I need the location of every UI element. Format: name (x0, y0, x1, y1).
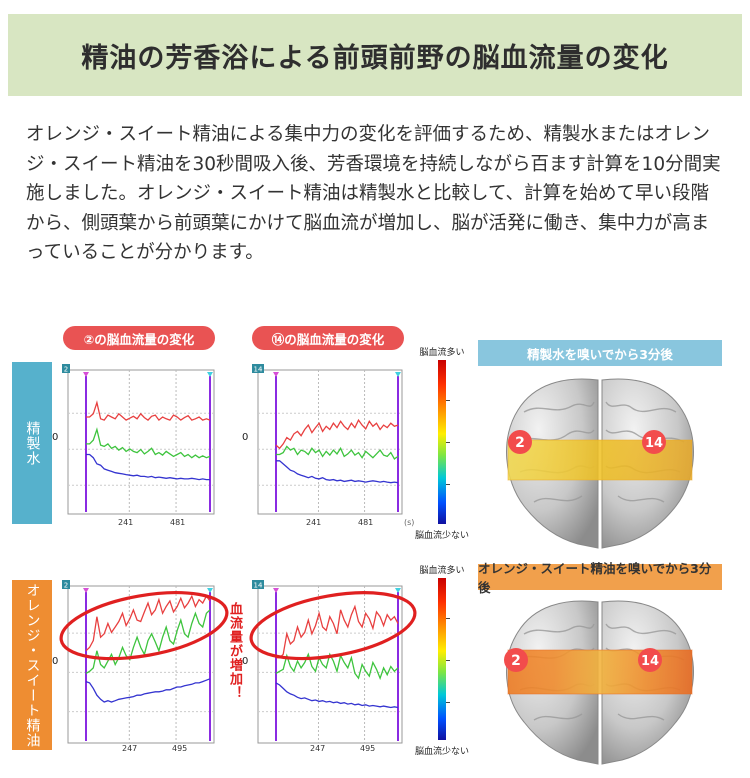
plot-orange-ch2-svg: 2 (59, 580, 229, 744)
plot-orange-ch14-svg: 14 (249, 580, 417, 744)
series-line (275, 652, 399, 681)
series-line (86, 453, 210, 481)
brain-map-orange: 2 14 (494, 594, 706, 766)
series-line (275, 418, 399, 450)
event-marker-start (83, 588, 89, 593)
event-marker-start (83, 372, 89, 377)
scale-low-label: 脳血流少ない (414, 747, 469, 757)
x-tick-label: 241 (118, 518, 134, 527)
channel-tag (252, 364, 264, 373)
scale-tick (446, 400, 450, 401)
channel-2-marker (504, 648, 528, 672)
brain-illustration: 2 14 (504, 600, 694, 765)
scale-tick (446, 618, 450, 619)
zero-label: 0 (52, 432, 59, 443)
event-marker-end (395, 372, 401, 377)
channel-2-label: 2 (515, 435, 525, 451)
x-tick-label: 481 (170, 518, 186, 527)
x-unit-label: (s) (404, 518, 415, 527)
series-line (276, 604, 399, 659)
channel-tag-label: 2 (64, 366, 68, 374)
channel-14-label: 14 (641, 654, 659, 669)
channel-tag (252, 580, 264, 589)
series-line (85, 609, 211, 674)
channel-tag-label: 14 (254, 366, 263, 374)
scale-tick (446, 484, 450, 485)
scale-tick (446, 702, 450, 703)
channel-2-marker (508, 430, 532, 454)
plot-water-ch2: 2 (60, 362, 216, 524)
channel-tag-label: 14 (254, 582, 263, 590)
event-marker-end (207, 588, 213, 593)
ch14-chart-heading: ⑭の脳血流量の変化 (252, 326, 404, 350)
scale-low-label: 脳血流少ない (414, 531, 469, 541)
channel-tag (62, 580, 70, 589)
scale-tick (446, 660, 450, 661)
color-scale-bar (438, 360, 446, 524)
plot-frame (257, 369, 403, 515)
series-line (276, 460, 399, 484)
page-title: 精油の芳香浴による前頭前野の脳血流量の変化 (81, 42, 669, 74)
series-line (275, 682, 399, 709)
plot-water-ch14-svg: 14 (252, 364, 403, 515)
plot-orange-ch14: 14 (249, 578, 417, 753)
zero-label: 0 (242, 432, 249, 443)
channel-14-marker (642, 430, 666, 454)
scale-tick (446, 442, 450, 443)
row-label-orange: オレンジ・スイート精油 (12, 580, 52, 750)
x-tick-label: 247 (310, 744, 326, 753)
brain-illustration: 2 14 (506, 378, 694, 549)
series-line (276, 445, 399, 460)
highlight-ellipse (249, 591, 417, 661)
brain-header-water: 精製水を嗅いでから3分後 (478, 340, 722, 366)
plot-water-ch2-svg: 2 (62, 364, 215, 515)
x-tick-label: 247 (122, 744, 138, 753)
brain-header-orange: オレンジ・スイート精油を嗅いでから3分後 (478, 561, 722, 595)
scale-high-label: 脳血流多い (419, 566, 465, 576)
plot-frame (67, 369, 215, 515)
intro-paragraph: オレンジ・スイート精油による集中力の変化を評価するため、精製水またはオレンジ・ス… (26, 124, 721, 263)
plot-water-ch14: 14 (250, 362, 404, 524)
zero-label: 0 (242, 656, 249, 667)
title-banner: 精油の芳香浴による前頭前野の脳血流量の変化 (8, 14, 742, 96)
x-tick-label: 241 (306, 518, 322, 527)
channel-tag-label: 2 (64, 582, 68, 590)
zero-label: 0 (52, 656, 59, 667)
channel-14-label: 14 (645, 436, 663, 451)
event-marker-start (273, 372, 279, 377)
ch2-chart-heading: ②の脳血流量の変化 (63, 326, 215, 350)
plot-frame (257, 585, 403, 744)
plot-frame (67, 585, 215, 744)
channel-14-marker (638, 648, 662, 672)
series-line (86, 427, 211, 459)
event-marker-end (395, 588, 401, 593)
plot-orange-ch2: 2 (59, 578, 229, 753)
series-line (85, 678, 211, 703)
scale-high-label: 脳血流多い (419, 348, 465, 358)
series-line (85, 594, 211, 652)
event-marker-end (207, 372, 213, 377)
color-scale-bar (438, 578, 446, 740)
channel-2-label: 2 (511, 653, 521, 669)
increase-annotation: 血流量が増加！ (227, 602, 242, 700)
highlight-ellipse (59, 591, 229, 661)
x-tick-label: 495 (172, 744, 188, 753)
series-line (86, 400, 211, 422)
event-marker-start (273, 588, 279, 593)
x-tick-label: 495 (360, 744, 376, 753)
x-tick-label: 481 (358, 518, 374, 527)
row-label-water: 精製水 (12, 362, 52, 524)
channel-tag (62, 364, 70, 373)
brain-map-water: 2 14 (494, 372, 706, 552)
